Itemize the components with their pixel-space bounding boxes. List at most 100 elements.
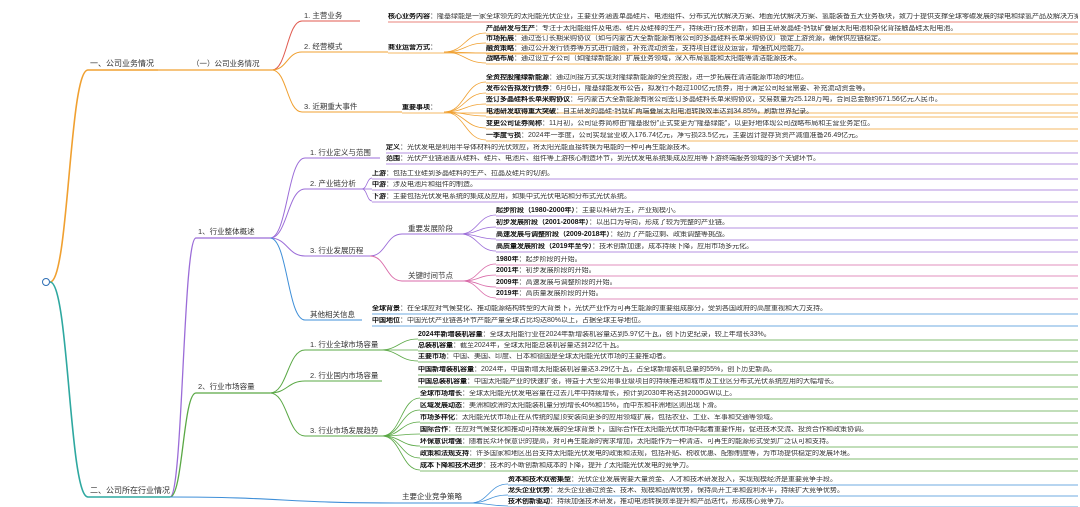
leaf-node[interactable]: 环保意识增强：随着民众环保意识的提高，对可再生能源的需求增加，太阳能作为一种清洁… [420,438,833,446]
leaf-node[interactable]: 初步发展阶段（2001-2008年）：以出口为导向，形成了较为完整的产业链。 [496,219,729,227]
topic-s1a[interactable]: （一）公司业务情况 [192,59,260,68]
leaf-node[interactable]: 高质量发展阶段（2019年至今）：技术创新加速，成本持续下降，应用市场多元化。 [496,243,753,251]
leaf-node[interactable]: 2009年：高速发展与调整阶段的开始。 [496,279,617,287]
leaf-node[interactable]: 中国地位：中国光伏产业链各环节产能产量全球占比均达80%以上，占据全球主导地位。 [372,317,645,325]
leaf-text: ：经历了产能过剩、政策调整等挑战。 [609,231,729,238]
leaf-text: ：主要包括光伏发电系统的集成及应用，如集中式光伏电站和分布式光伏系统。 [386,193,631,200]
leaf-label: 起步阶段（1980-2000年） [496,207,575,214]
leaf-node[interactable]: 中国新增装机容量：2024年，中国新增太阳能装机容量达3.29亿千瓦，占全球新增… [418,366,776,374]
topic-s1a1[interactable]: 1. 主营业务 [304,11,343,20]
leaf-label: 总装机容量 [418,342,453,349]
leaf-text: ：以出口为导向，形成了较为完整的产业链。 [588,219,729,226]
root-node-icon[interactable] [42,278,50,286]
leaf-node[interactable]: 一季度亏损：2024年一季度，公司实现营业收入176.74亿元，净亏损23.5亿… [486,132,862,140]
leaf-node[interactable]: 主要市场：中国、美国、印度、日本和德国是全球太阳能光伏市场的主要推动者。 [418,353,670,361]
leaf-node[interactable]: 重要事项： [402,104,437,112]
leaf-node[interactable]: 范围：光伏产业链涵盖从硅料、硅片、电池片、组件等上游核心制造环节，到光伏发电系统… [386,155,820,163]
leaf-label: 重要事项 [402,104,430,111]
leaf-text: ：高质量发展阶段的开始。 [518,290,603,297]
topic-s2a2[interactable]: 2. 产业链分析 [310,179,356,188]
leaf-node[interactable]: 起步阶段（1980-2000年）：主要以科研为主，产业规模小。 [496,207,680,215]
leaf-text: ：11月初，公司证券简称由"隆基股份"正式变更为"隆基绿能"，以更好地体现公司战… [542,120,875,127]
leaf-node[interactable]: 上游：包括工业硅到多晶硅料的生产、拉晶及硅片的切割。 [372,170,554,178]
branch-connector [361,188,373,202]
leaf-node[interactable]: 2024年新增装机容量：全球太阳能行业在2024年新增装机容量达到5.97亿千瓦… [418,331,771,339]
leaf-node[interactable]: 2001年：初步发展阶段的开始。 [496,267,596,275]
branch-connector [269,349,306,394]
topic-s2a3[interactable]: 3. 行业发展历程 [310,246,364,255]
topic-s1[interactable]: 一、公司业务情况 [90,59,154,68]
leaf-node[interactable]: 国际合作：在应对气候变化和推动可持续发展的全球背景下，国际合作在太阳能光伏市场中… [420,426,868,434]
topic-s2c[interactable]: 主要企业竞争策略 [402,492,462,501]
leaf-node[interactable]: 电池研发取得重大突破：自主研发的晶硅-钙钛矿两端叠层太阳电池转换效率达到34.8… [486,108,813,116]
topic-s1a2[interactable]: 2. 经营模式 [304,42,343,51]
leaf-text: ：在应对气候变化和推动可持续发展的全球背景下，国际合作在太阳能光伏市场中起着重要… [448,426,868,433]
leaf-label: 战略布局 [486,55,514,62]
leaf-text: ：随着民众环保意识的提高，对可再生能源的需求增加，太阳能作为一种清洁、可再生的能… [462,438,833,445]
branch-connector [381,435,421,459]
leaf-text: ：持续加强技术研发，推动电池转换效率提升和产品迭代，形成核心竞争力。 [550,498,788,505]
branch-connector [169,496,397,504]
leaf-node[interactable]: 定义：光伏发电是利用半导体材料的光伏效应，将太阳光能直接转换为电能的一种可再生能… [386,144,694,152]
leaf-node[interactable]: 总装机容量：截至2024年，全球太阳能总装机容量达到22亿千瓦。 [418,342,623,350]
leaf-node[interactable]: 高速发展与调整阶段（2009-2018年）：经历了产能过剩、政策调整等挑战。 [496,231,729,239]
topic-s2a1[interactable]: 1. 行业定义与范围 [310,148,371,157]
leaf-node[interactable]: 变更公司证券简称：11月初，公司证券简称由"隆基股份"正式变更为"隆基绿能"，以… [486,120,874,128]
leaf-node[interactable]: 全资控股隆绿新能源：通过间接方式实现对隆绿新能源的全资控股，进一步拓展在清洁能源… [486,74,808,82]
leaf-node[interactable]: 商业运营方式： [388,44,437,52]
branch-connector [269,237,306,257]
topic-s2a3a[interactable]: 重要发展阶段 [408,224,453,233]
topic-s1a3[interactable]: 3. 近期重大事件 [304,102,358,111]
topic-s2b1[interactable]: 1. 行业全球市场容量 [310,340,379,349]
leaf-text: ：中国光伏产业链各环节产能产量全球占比均达80%以上，占据全球主导地位。 [400,317,646,324]
topic-s2a4[interactable]: 其他相关信息 [310,310,355,319]
leaf-node[interactable]: 中国总装机容量：中国太阳能产业的快速扩张，得益于大型公用事业级项目的持续推进和城… [418,378,838,386]
leaf-text: ：涉及电池片和组件的制造。 [386,181,477,188]
leaf-text: ：龙头企业通过资金、技术、规模和品牌优势，保持高开工率和盈利水平，持续扩大竞争优… [550,487,844,494]
leaf-label: 上游 [372,170,386,177]
topic-s2a[interactable]: 1、行业整体概述 [198,227,255,236]
leaf-text: ：截至2024年，全球太阳能总装机容量达到22亿千瓦。 [453,342,624,349]
leaf-node[interactable]: 1980年：起步阶段的开始。 [496,256,582,264]
topic-s2b[interactable]: 2、行业市场容量 [198,382,255,391]
leaf-node[interactable]: 市场多样化：太阳能光伏市场正在从传统的屋顶安装向更多的应用领域扩展，包括农业、工… [420,414,777,422]
topic-s2[interactable]: 二、公司所在行业情况 [90,486,170,495]
branch-connector [461,263,497,282]
leaf-label: 中国总装机容量 [418,378,467,385]
leaf-node[interactable]: 龙头企业优势：龙头企业通过资金、技术、规模和品牌优势，保持高开工率和盈利水平，持… [508,487,844,495]
leaf-node[interactable]: 核心业务内容：隆基绿能是一家全球领先的太阳能光伏企业，主要业务涵盖单晶硅片、电池… [388,13,1078,21]
leaf-node[interactable]: 市场拓展：通过签订长期采购协议（如与内蒙古大全新能源有限公司的多晶硅料长单采购协… [486,35,885,43]
leaf-label: 全球市场增长 [420,390,462,397]
branch-connector [443,51,487,64]
leaf-node[interactable]: 下游：主要包括光伏发电系统的集成及应用，如集中式光伏电站和分布式光伏系统。 [372,193,631,201]
leaf-label: 龙头企业优势 [508,487,550,494]
topic-s2b3[interactable]: 3. 行业市场发展趋势 [310,426,379,435]
leaf-label: 变更公司证券简称 [486,120,542,127]
topic-s2a3b[interactable]: 关键时间节点 [408,271,453,280]
topic-s2b2[interactable]: 2. 行业国内市场容量 [310,371,379,380]
leaf-node[interactable]: 技术创新驱动：持续加强技术研发，推动电池转换效率提升和产品迭代，形成核心竞争力。 [508,498,788,506]
leaf-node[interactable]: 签订多晶硅料长单采购协议：与内蒙古大全新能源有限公司签订多晶硅料长单采购协议，交… [486,96,942,104]
leaf-node[interactable]: 发布公告拟发行债券：6月6日，隆基绿能发布公告，拟发行不超过100亿元债券，用于… [486,85,869,93]
leaf-node[interactable]: 战略布局：通过设立子公司（如隆绿新能源）扩展业务领域，深入布局氢能和太阳能等清洁… [486,55,801,63]
branch-connector [469,502,509,507]
leaf-label: 高速发展与调整阶段（2009-2018年） [496,231,610,238]
leaf-node[interactable]: 全球市场增长：全球太阳能光伏发电容量在过去几年中持续增长，预计到2030年将达到… [420,390,736,398]
leaf-text: ：隆基绿能是一家全球领先的太阳能光伏企业，主要业务涵盖单晶硅片、电池组件、分布式… [430,13,1078,20]
leaf-node[interactable]: 中游：涉及电池片和组件的制造。 [372,181,477,189]
leaf-node[interactable]: 2019年：高质量发展阶段的开始。 [496,290,603,298]
branch-connector [369,233,403,257]
branch-connector [381,409,421,437]
leaf-node[interactable]: 成本下降和技术进步：技术的不断创新和成本的下降，提升了太阳能光伏发电的竞争力。 [420,462,693,470]
leaf-node[interactable]: 融资策略：通过公开发行债券等方式进行融资，补充流动资金，支持项目建设及运营，增强… [486,45,808,53]
leaf-node[interactable]: 产品研发与生产：专注于太阳能组件及电池、硅片及硅棒的生产，持续进行技术创新，如自… [486,25,957,33]
leaf-text: ：许多国家和地区出台支持太阳能光伏发电的政策和法规，包括补贴、税收优惠、配额制度… [469,450,854,457]
leaf-text: ：2024年，中国新增太阳能装机容量达3.29亿千瓦，占全球新增装机总量的55%… [474,366,777,373]
leaf-text: ：通过间接方式实现对隆绿新能源的全资控股，进一步拓展在清洁能源市场的地位。 [549,74,808,81]
leaf-node[interactable]: 全球背景：在全球应对气候变化、推动能源结构转型的大背景下，光伏产业作为可再生能源… [372,305,827,313]
leaf-node[interactable]: 区域发展动态：美洲和欧洲的太阳能装机量分别增长40%和15%，而中东和非洲地区则… [420,402,721,410]
leaf-label: 成本下降和技术进步 [420,462,483,469]
leaf-text: ：全球太阳能光伏发电容量在过去几年中持续增长，预计到2030年将达到2000GW… [462,390,737,397]
leaf-node[interactable]: 资本和技术双密集型：光伏企业发展需要大量资金、人才和技术研发投入，实现规模经济是… [508,476,837,484]
leaf-node[interactable]: 政策和法规支持：许多国家和地区出台支持太阳能光伏发电的政策和法规，包括补贴、税收… [420,450,854,458]
